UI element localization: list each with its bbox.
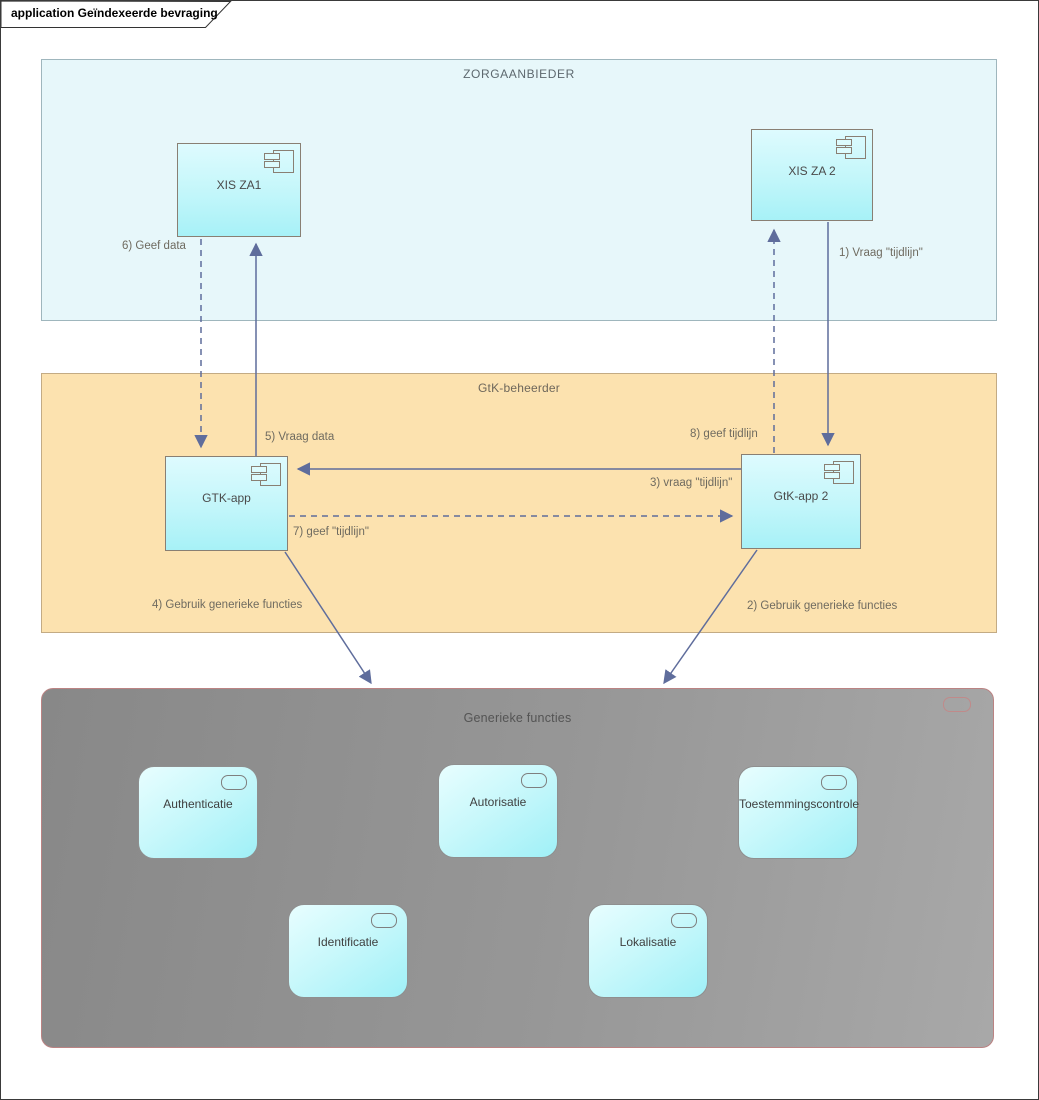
lane-zorgaanbieder-label: ZORGAANBIEDER [463,67,575,81]
rounded-rect-icon [943,697,971,712]
component-gtk-app-label: GTK-app [202,491,251,505]
rounded-rect-icon [821,775,847,790]
function-autorisatie-label: Autorisatie [469,795,527,809]
function-toestemmingscontrole[interactable]: Toestemmingscontrole [738,766,860,859]
rounded-rect-icon [671,913,697,928]
flow-5-label: 5) Vraag data [265,431,335,443]
rounded-rect-icon [521,773,547,788]
function-lokalisatie[interactable]: Lokalisatie [588,904,708,998]
flow-7-label: 7) geef "tijdlijn" [293,526,369,538]
component-xis-za2[interactable]: XIS ZA 2 [751,129,873,221]
component-gtk-app[interactable]: GTK-app [165,456,288,551]
uml-component-icon [251,463,281,486]
flow-6-label: 6) Geef data [122,240,186,252]
function-authenticatie-label: Authenticatie [163,797,233,811]
function-identificatie[interactable]: Identificatie [288,904,408,998]
function-lokalisatie-label: Lokalisatie [619,935,677,949]
rounded-rect-icon [371,913,397,928]
function-autorisatie[interactable]: Autorisatie [438,764,558,858]
uml-component-icon [836,136,866,159]
container-generieke-functies-label: Generieke functies [463,711,572,725]
component-gtk-app2[interactable]: GtK-app 2 [741,454,861,549]
flow-2-label: 2) Gebruik generieke functies [747,600,898,612]
component-xis-za1[interactable]: XIS ZA1 [177,143,301,237]
diagram-title: application Geïndexeerde bevraging [11,6,218,20]
function-toestemmingscontrole-label: Toestemmingscontrole [739,797,860,811]
component-xis-za2-label: XIS ZA 2 [788,164,836,178]
flow-1-label: 1) Vraag "tijdlijn" [839,247,923,259]
rounded-rect-icon [221,775,247,790]
function-identificatie-label: Identificatie [317,935,379,949]
uml-component-icon [824,461,854,484]
uml-component-icon [264,150,294,173]
flow-4-label: 4) Gebruik generieke functies [152,599,303,611]
flow-3-label: 3) vraag "tijdlijn" [650,477,733,489]
container-generieke-functies[interactable]: Generieke functies [41,688,994,1048]
component-xis-za1-label: XIS ZA1 [216,178,262,192]
function-authenticatie[interactable]: Authenticatie [138,766,258,859]
component-gtk-app2-label: GtK-app 2 [773,489,829,503]
diagram-frame-tab: application Geïndexeerde bevraging [1,1,241,29]
frame-tab-shape [1,1,232,28]
flow-8-label: 8) geef tijdlijn [690,428,758,440]
lane-gtk-beheerder-label: GtK-beheerder [478,381,560,395]
